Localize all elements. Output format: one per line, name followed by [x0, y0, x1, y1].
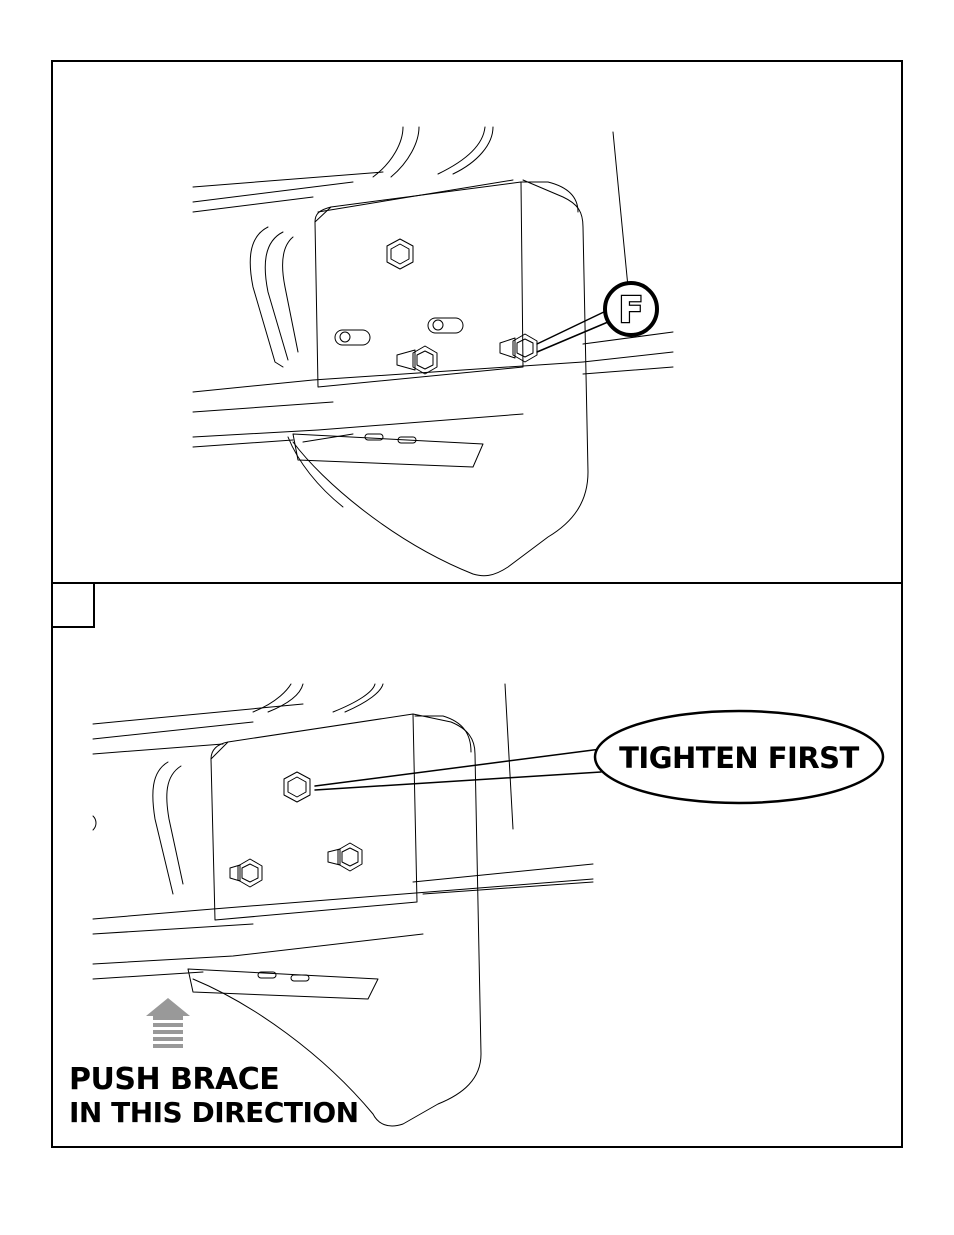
- top-diagram-panel: F: [51, 60, 903, 584]
- tighten-first-label: TIGHTEN FIRST: [619, 741, 859, 775]
- bottom-diagram-panel: TIGHTEN FIRST PUSH BRACE IN THIS DIRECTI…: [51, 582, 903, 1148]
- push-direction-label: IN THIS DIRECTION: [69, 1096, 359, 1129]
- callout-letter-f: F: [619, 290, 644, 331]
- push-brace-label: PUSH BRACE: [69, 1062, 279, 1097]
- bracket-drawing-top: F: [53, 62, 905, 586]
- up-arrow-icon: [146, 998, 190, 1048]
